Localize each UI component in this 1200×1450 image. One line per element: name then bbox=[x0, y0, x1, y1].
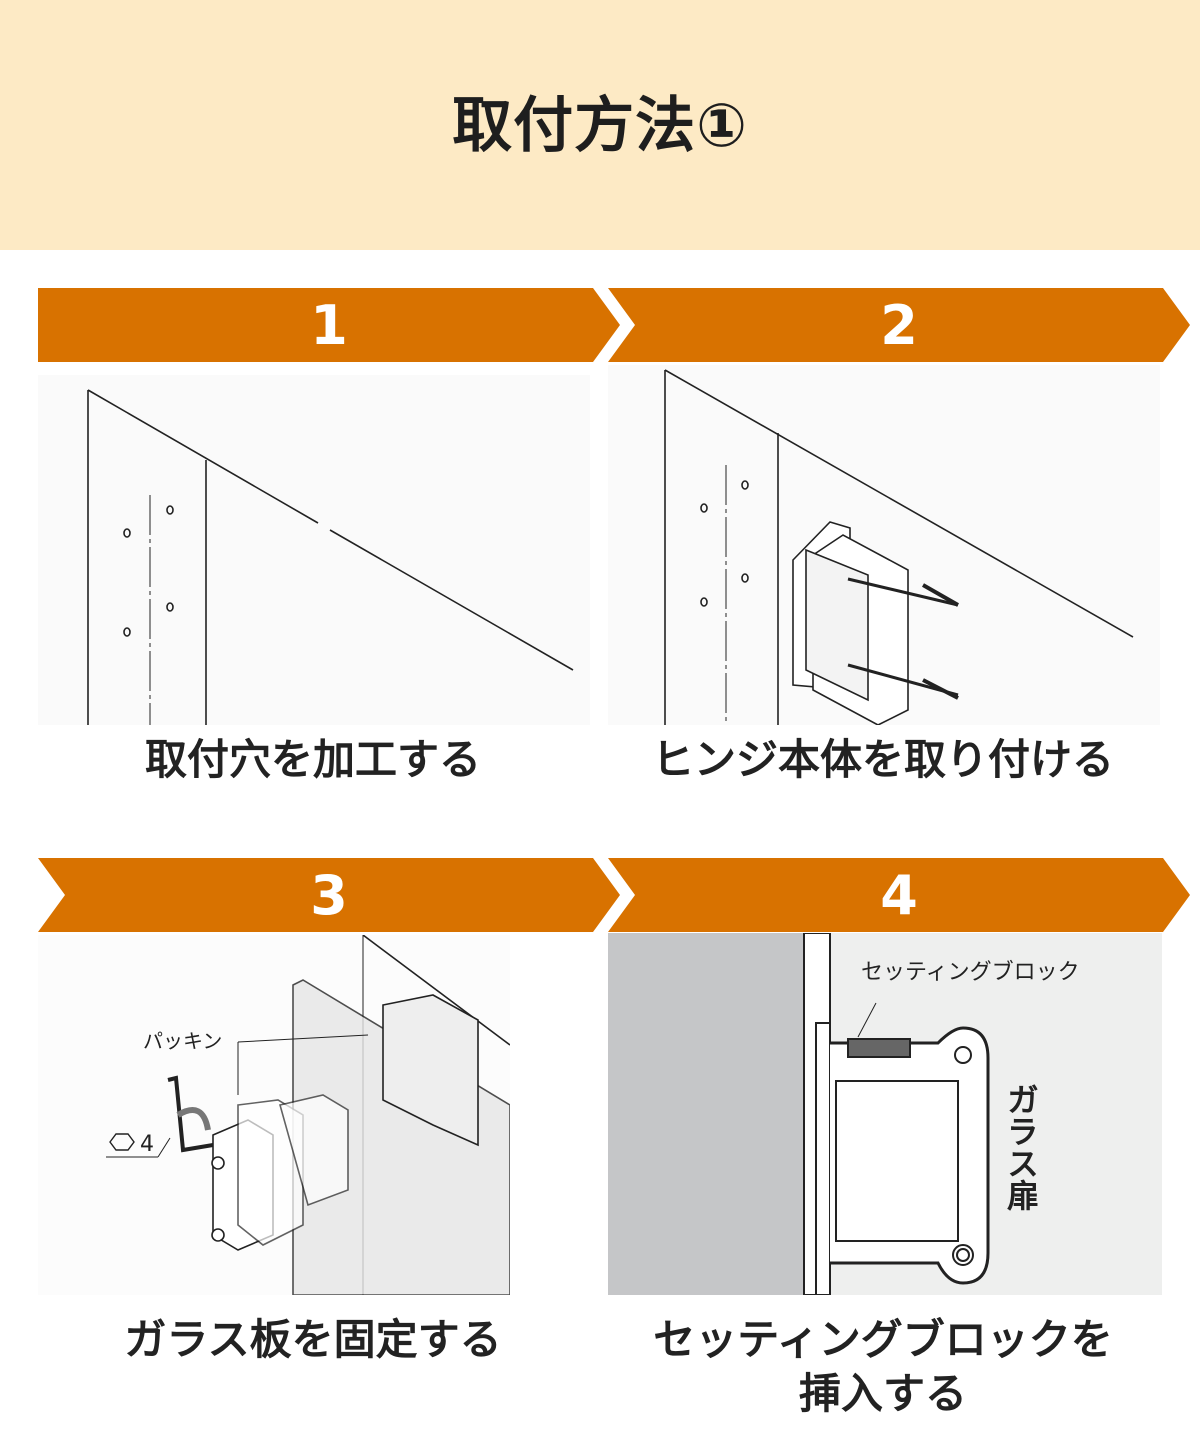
step-2-banner: 2 bbox=[608, 288, 1190, 362]
step-4-caption-line2: 挿入する bbox=[798, 1369, 967, 1418]
hex-size-label: 4 bbox=[140, 1132, 154, 1157]
step-number: 4 bbox=[880, 863, 918, 927]
step-4-caption-line1: セッティングブロックを bbox=[653, 1315, 1113, 1364]
step-number: 3 bbox=[310, 863, 348, 927]
step-2-illustration bbox=[608, 365, 1160, 725]
page-title: 取付方法① bbox=[452, 90, 748, 161]
step-3-banner: 3 bbox=[38, 858, 620, 932]
page-header: 取付方法① bbox=[0, 0, 1200, 250]
step-1-banner: 1 bbox=[38, 288, 620, 362]
step-number: 1 bbox=[310, 293, 348, 357]
step-2-caption: ヒンジ本体を取り付ける bbox=[651, 735, 1114, 784]
step-4-banner: 4 bbox=[608, 858, 1190, 932]
step-3-caption: ガラス板を固定する bbox=[124, 1315, 502, 1364]
packing-label: パッキン bbox=[143, 1029, 222, 1053]
step-4-illustration: セッティングブロック ガラス扉 bbox=[608, 933, 1162, 1295]
step-number: 2 bbox=[880, 293, 918, 357]
glass-door-label: ガラス扉 bbox=[1002, 1083, 1040, 1211]
step-1-caption: 取付穴を加工する bbox=[144, 735, 481, 784]
setting-block-label: セッティングブロック bbox=[861, 960, 1080, 985]
step-3-illustration: パッキン 4 bbox=[38, 935, 510, 1295]
step-1-illustration bbox=[38, 375, 590, 725]
